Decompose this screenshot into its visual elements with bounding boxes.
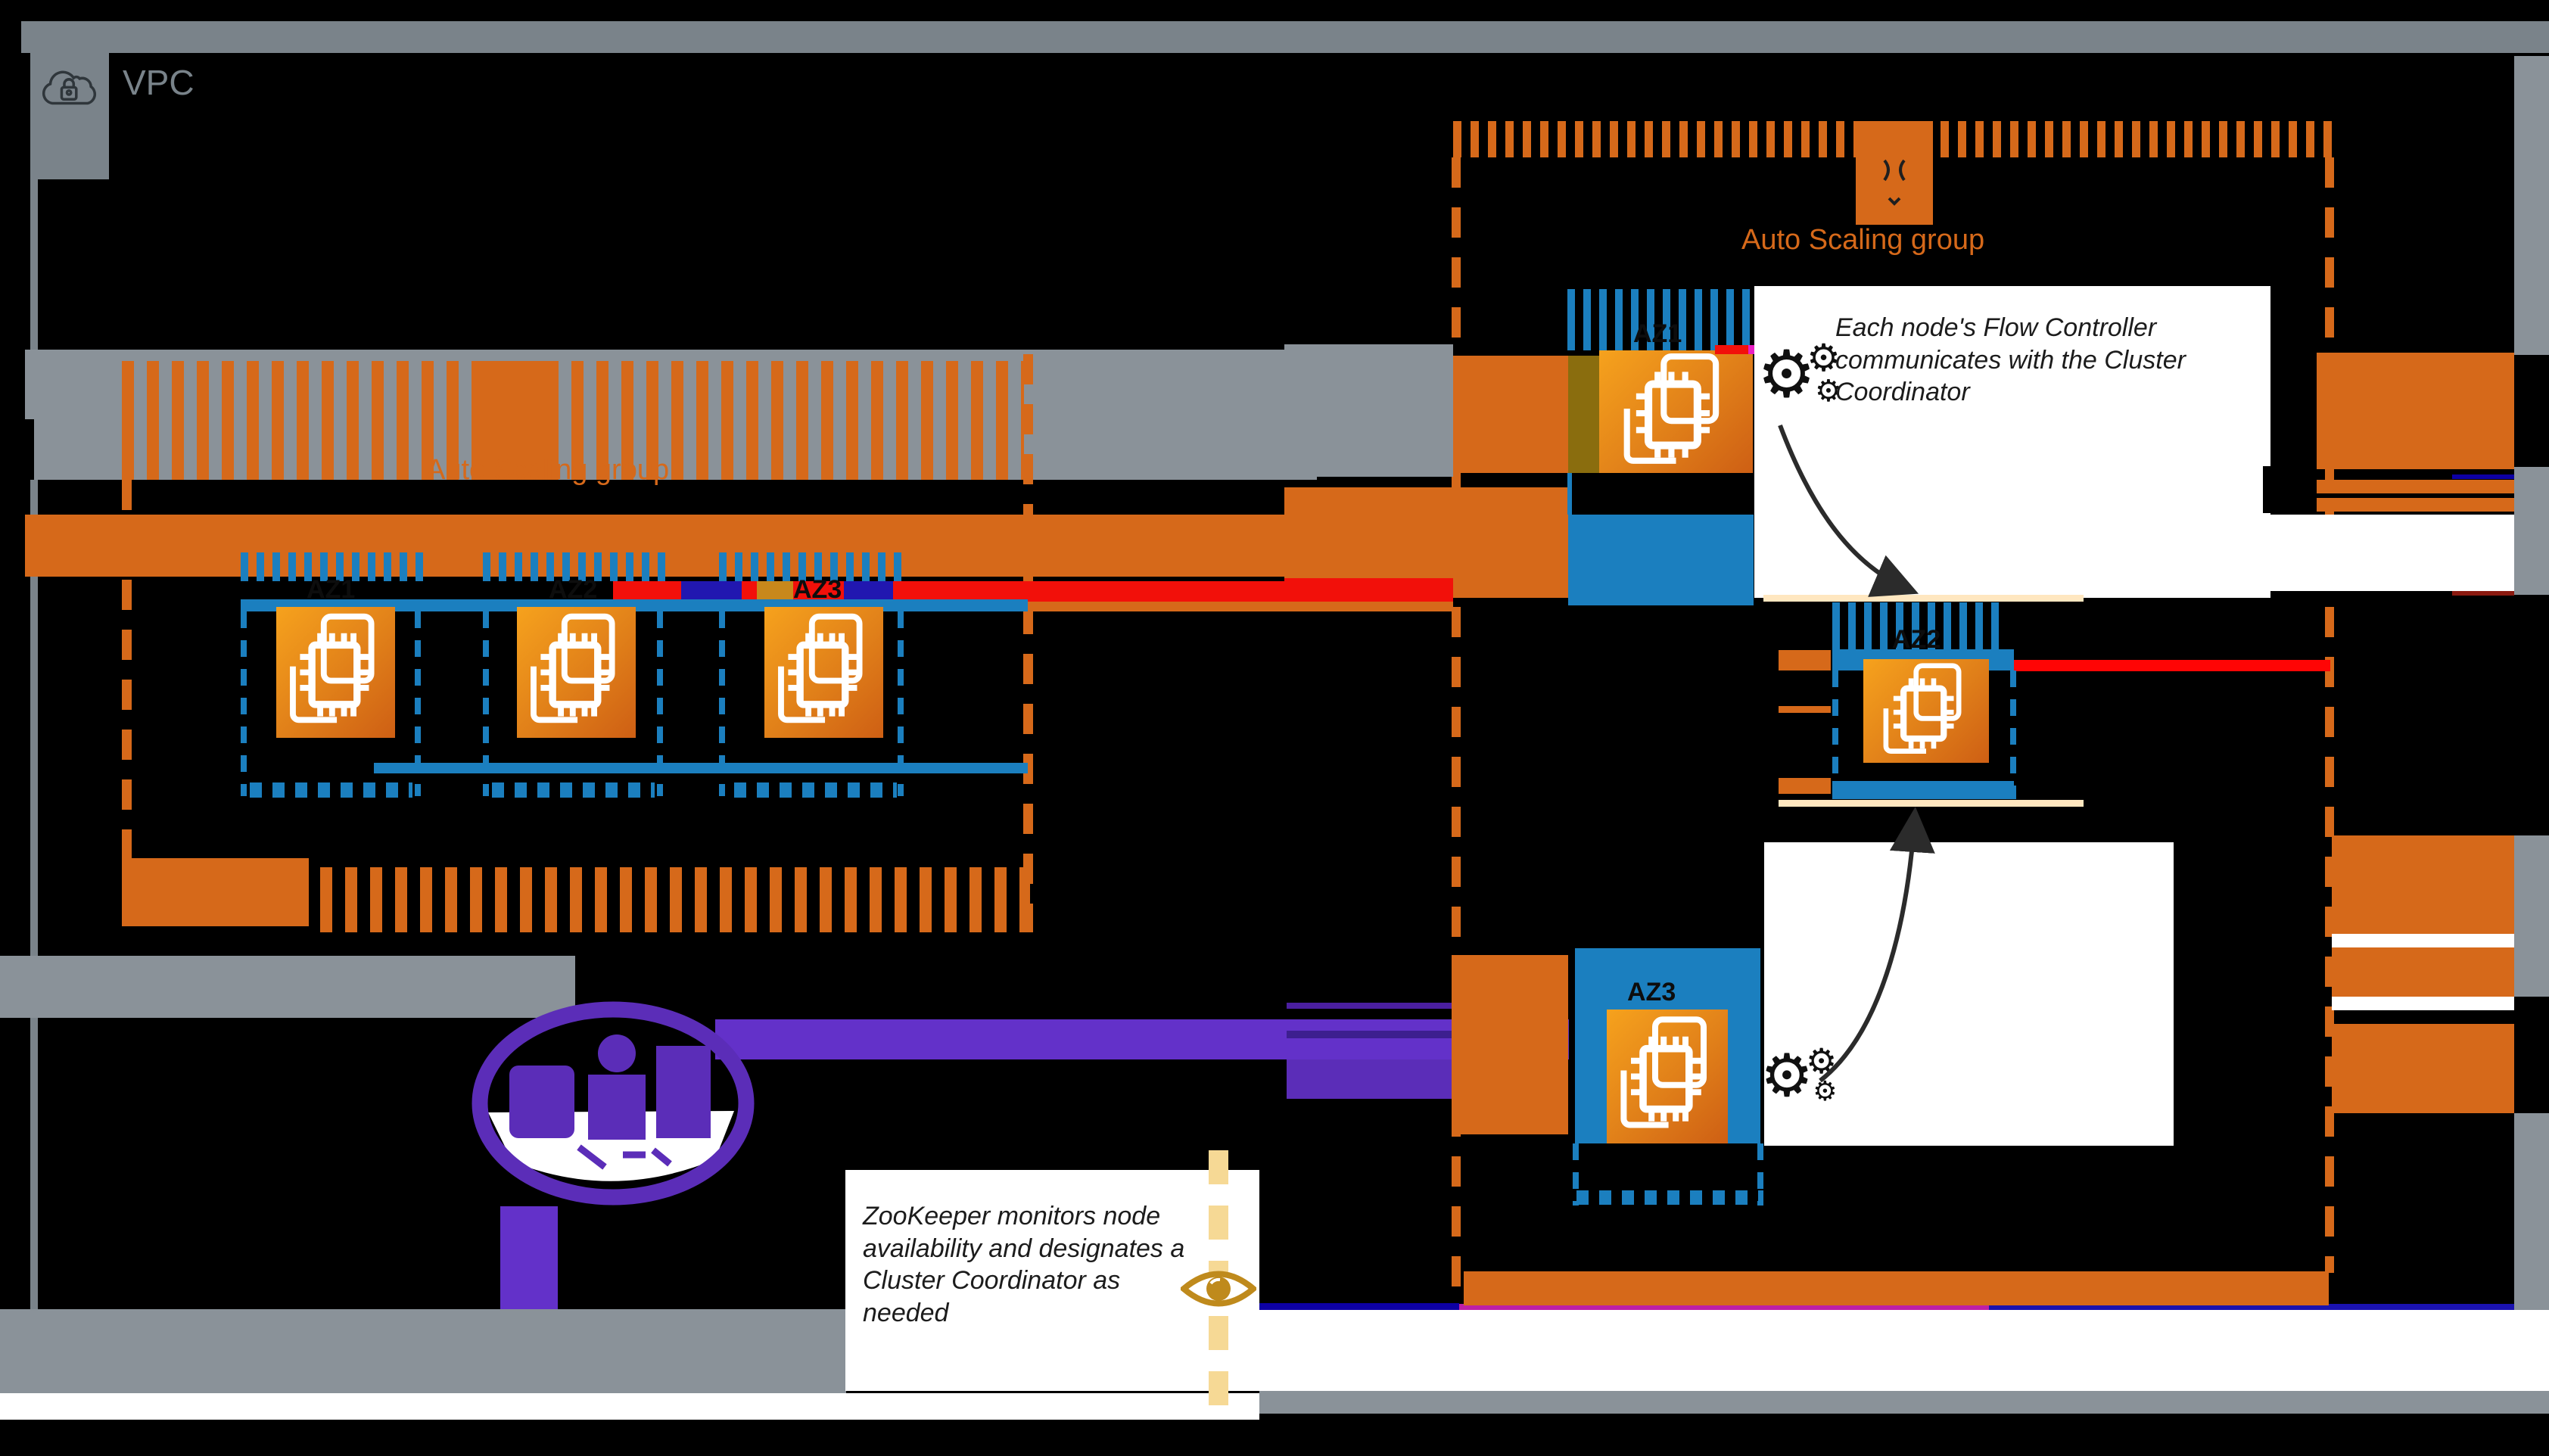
left-orange-line [1028, 602, 1453, 611]
bottom-white-band [0, 1393, 1259, 1420]
asg-left-left-border [122, 480, 132, 867]
right-maroon-line [2452, 591, 2514, 596]
zookeeper-note-text: ZooKeeper monitors node availability and… [863, 1202, 1185, 1327]
asg-left-bottom-border [320, 867, 1030, 932]
az1-right-subnet-border [1567, 289, 1754, 350]
gears-icon: ⚙⚙⚙ [1757, 337, 1842, 411]
asg-left-top-border [122, 361, 1024, 480]
subnet3-az-label: AZ3 [793, 575, 842, 604]
flow-controller-note-text: Each node's Flow Controller communicates… [1835, 313, 2186, 406]
ec2-instance-icon [517, 607, 636, 738]
subnet2-az-label: AZ2 [549, 575, 598, 604]
right-orange-bar-1 [2317, 480, 2514, 493]
subnet1-az-label: AZ1 [307, 575, 356, 604]
subnet2-left-border [483, 611, 489, 796]
az2-subnet-top-border [1832, 602, 2006, 649]
subnet1-top-border [241, 552, 426, 581]
az2-orange-block-1 [1779, 650, 1831, 670]
right-orange-bar-2 [2317, 498, 2514, 512]
az3-subnet-right-border [1757, 1143, 1763, 1206]
left-blue-line-2 [374, 763, 1028, 773]
az2-orange-block-3 [1779, 778, 1831, 794]
zookeeper-stem [500, 1206, 558, 1309]
az2-right-label: AZ2 [1892, 625, 1941, 654]
subnet3-right-border [898, 611, 904, 796]
zookeeper-gray-band [0, 956, 575, 1018]
vpc-cloud-lock-icon [36, 64, 103, 118]
az1-blue-connector [1567, 473, 1572, 515]
bottom-white-band-right [1259, 1309, 2549, 1391]
az3-subnet-bottom-border [1576, 1190, 1763, 1205]
eye-icon [1178, 1264, 1259, 1314]
az2-red-line [2014, 660, 2330, 671]
vpc-left-border [30, 179, 38, 1310]
az2-subnet-left-border [1832, 670, 1838, 799]
az3-orange-block [1452, 955, 1568, 1134]
zookeeper-purple-line-thin [1287, 1003, 1568, 1009]
az1-red-sliver [1715, 345, 1748, 354]
az2-pale-line-top [1763, 595, 2084, 602]
subnet1-left-border [241, 611, 247, 796]
asg-right-label: Auto Scaling group [1741, 224, 1985, 256]
asg-right-bottom-band [1464, 1271, 2329, 1305]
bottom-navy-line-2 [1989, 1304, 2531, 1310]
subnet2-top-border [483, 552, 668, 581]
subnet3-left-border [719, 611, 725, 796]
subnet3-top-border [719, 552, 904, 581]
az3-right-label: AZ3 [1627, 978, 1676, 1006]
gears-icon: ⚙⚙⚙ [1760, 1041, 1838, 1109]
az2-pale-line-bottom [1779, 800, 2084, 807]
az1-right-label: AZ1 [1633, 319, 1682, 348]
asg-left-bottom-block [122, 858, 309, 926]
auto-scaling-group-icon [1856, 121, 1933, 225]
vpc-top-border [21, 21, 2549, 53]
right-orange-block-3 [2332, 947, 2514, 997]
ec2-instance-icon [764, 607, 883, 738]
az2-subnet-right-border [2010, 670, 2016, 799]
az1-blue-block [1568, 515, 1754, 605]
right-navy-line [2452, 474, 2514, 479]
subnet3-bottom-border [734, 782, 897, 798]
vpc-label: VPC [123, 63, 195, 102]
right-edge-gray-3 [2514, 835, 2549, 997]
right-white-sliver [2332, 934, 2514, 947]
ec2-instance-icon [1599, 350, 1753, 473]
az2-blue-bar-bottom [1832, 781, 2014, 799]
bottom-navy-line [1259, 1303, 1459, 1310]
right-orange-block-4 [2332, 1024, 2514, 1113]
subnet2-right-border [657, 611, 663, 796]
az2-orange-block-2 [1779, 706, 1831, 713]
subnet1-right-border [415, 611, 421, 796]
right-edge-gray-2 [2514, 467, 2549, 595]
right-orange-block-2 [2332, 835, 2514, 934]
right-orange-block-1 [2317, 353, 2514, 469]
bottom-magenta-line [1459, 1304, 1989, 1310]
vpc-icon-block [30, 34, 109, 179]
right-black-block [2263, 466, 2317, 513]
left-gray-band-notch [0, 419, 34, 480]
az1-red-strip [1284, 578, 1453, 599]
bottom-gray-band-left [0, 1309, 846, 1393]
ec2-instance-icon [1607, 1010, 1728, 1143]
right-edge-gray-4 [2514, 1113, 2549, 1310]
asg-left-label: Auto Scaling group [426, 454, 670, 486]
asg-left-right-border [1023, 354, 1033, 932]
right-white-sliver-2 [2332, 997, 2514, 1010]
az1-gray-block [1284, 344, 1453, 477]
asg-left-icon [480, 361, 552, 480]
subnet1-bottom-border [250, 782, 412, 798]
zookeeper-connector-stripe [1287, 1031, 1568, 1038]
subnet2-bottom-border [492, 782, 655, 798]
ec2-instance-icon [276, 607, 395, 738]
zookeeper-icon [465, 999, 761, 1211]
bottom-gray-strip-right [1259, 1391, 2549, 1414]
right-edge-gray-1 [2514, 56, 2549, 355]
az1-olive-strip [1568, 356, 1599, 473]
right-white-block [2270, 515, 2514, 591]
left-orange-band [25, 515, 1317, 577]
ec2-instance-icon [1863, 659, 1989, 763]
zookeeper-connector-band [715, 1019, 1569, 1059]
az3-subnet-left-border [1573, 1143, 1579, 1206]
az1-orange-block-a [1453, 356, 1568, 473]
